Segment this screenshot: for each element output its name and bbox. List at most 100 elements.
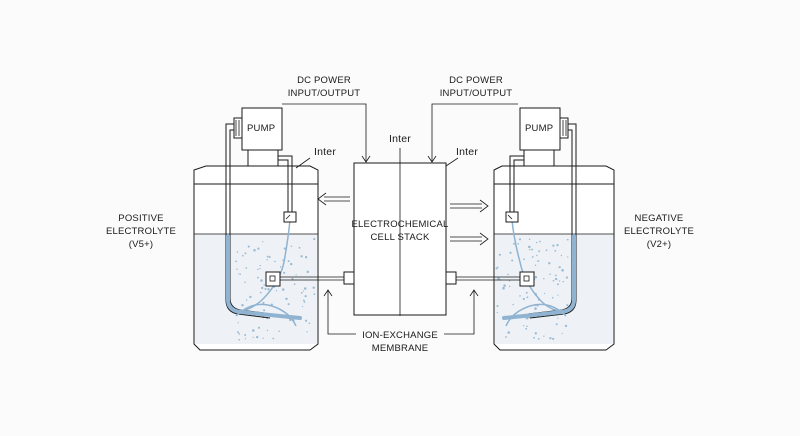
electrolyte-particle — [523, 325, 525, 327]
electrolyte-particle — [525, 291, 528, 294]
electrolyte-particle — [562, 280, 565, 283]
electrolyte-particle — [561, 332, 563, 335]
electrolyte-particle — [247, 245, 250, 248]
positive-electrolyte-tank — [193, 165, 319, 351]
membrane-left-leader — [327, 290, 356, 335]
electrolyte-particle — [565, 276, 569, 279]
dc-power-left-line2: INPUT/OUTPUT — [288, 88, 361, 99]
electrolyte-particle — [557, 283, 559, 286]
negative-label-line3: (V2+) — [647, 239, 672, 250]
electrolyte-particle — [302, 290, 305, 292]
electrolyte-particle — [566, 304, 569, 307]
electrolyte-particle — [513, 242, 515, 245]
electrolyte-particle — [531, 256, 534, 258]
electrolyte-particle — [557, 294, 559, 296]
right-pump-label: PUMP — [525, 123, 553, 134]
electrolyte-particle — [266, 329, 269, 332]
electrolyte-particle — [558, 266, 561, 269]
electrolyte-particle — [279, 266, 282, 268]
electrolyte-particle — [245, 267, 248, 269]
inter-left-label: Inter — [314, 146, 336, 158]
dc-power-right-line2: INPUT/OUTPUT — [440, 88, 513, 99]
electrolyte-particle — [244, 252, 247, 255]
negative-label-line2: ELECTROLYTE — [624, 226, 694, 237]
electrolyte-particle — [287, 303, 290, 306]
stack-label-line1: ELECTROCHEMICAL — [352, 219, 449, 230]
electrolyte-particle — [308, 322, 311, 325]
electrochemical-cell-stack — [353, 148, 447, 316]
electrolyte-particle — [552, 337, 555, 341]
electrolyte-particle — [552, 279, 555, 282]
electrolyte-particle — [304, 294, 307, 298]
dc-power-right-arrowhead — [427, 155, 437, 163]
electrolyte-particle — [306, 331, 308, 333]
electrolyte-particle — [543, 292, 546, 294]
electrolyte-particle — [304, 256, 308, 259]
electrolyte-particle — [566, 238, 569, 241]
electrolyte-particle — [302, 305, 304, 308]
electrolyte-particle — [298, 246, 301, 249]
electrolyte-particle — [305, 319, 308, 322]
electrolyte-particle — [257, 276, 259, 279]
electrolyte-particle — [534, 307, 537, 310]
electrolyte-particle — [259, 264, 261, 267]
electrolyte-particle — [253, 249, 256, 252]
electrolyte-particle — [268, 256, 271, 258]
inter-center-label: Inter — [389, 133, 411, 145]
electrolyte-particle — [263, 309, 266, 312]
electrolyte-particle — [523, 258, 525, 261]
electrolyte-particle — [262, 337, 264, 339]
electrolyte-particle — [244, 281, 246, 284]
electrolyte-particle — [266, 259, 268, 261]
electrolyte-particle — [290, 245, 293, 248]
electrolyte-particle — [302, 299, 305, 302]
electrolyte-particle — [244, 334, 247, 336]
left-pump: PUMP — [233, 107, 283, 167]
electrolyte-particle — [557, 317, 559, 319]
electrolyte-particle — [549, 273, 551, 276]
electrolyte-particle — [252, 336, 254, 339]
electrolyte-particle — [502, 286, 505, 290]
positive-label-line3: (V5+) — [129, 239, 154, 250]
negative-label-line1: NEGATIVE — [635, 213, 684, 224]
electrolyte-particle — [518, 238, 522, 241]
inter-left-leader — [295, 157, 311, 169]
membrane-label-line1: ION-EXCHANGE — [362, 330, 438, 341]
electrolyte-particle — [528, 245, 531, 249]
electrolyte-particle — [537, 260, 540, 263]
dc-power-right-leader — [431, 103, 518, 162]
electrolyte-particle — [293, 283, 296, 285]
negative-electrolyte-tank — [493, 165, 615, 351]
electrolyte-particle — [507, 331, 511, 334]
electrolyte-particle — [261, 286, 264, 290]
electrolyte-particle — [536, 254, 538, 257]
membrane-right-leader — [444, 290, 475, 335]
flow-arrow-left — [317, 192, 350, 206]
electrolyte-particle — [313, 293, 316, 295]
electrolyte-particle — [554, 249, 557, 252]
dc-power-left-arrowhead — [361, 155, 371, 163]
electrolyte-particle — [287, 260, 290, 263]
electrolyte-particle — [531, 248, 534, 251]
right-pump: PUMP — [519, 107, 569, 167]
electrolyte-particle — [260, 279, 263, 282]
flow-arrow-right-bottom — [450, 232, 489, 246]
dc-power-right-line1: DC POWER — [449, 75, 503, 86]
membrane-label-line2: MEMBRANE — [372, 343, 429, 354]
electrolyte-particle — [552, 244, 555, 247]
electrolyte-particle — [511, 259, 514, 262]
electrolyte-particle — [509, 251, 512, 254]
flow-arrow-right-top — [450, 199, 489, 213]
electrolyte-particle — [519, 295, 521, 297]
electrolyte-particle — [312, 286, 315, 289]
electrolyte-particle — [507, 273, 509, 276]
positive-label-line1: POSITIVE — [118, 213, 163, 224]
electrolyte-particle — [235, 260, 238, 263]
electrolyte-particle — [236, 251, 239, 253]
electrolyte-particle — [283, 271, 286, 274]
electrolyte-particle — [272, 337, 275, 340]
electrolyte-particle — [538, 250, 541, 253]
electrolyte-particle — [560, 254, 563, 257]
electrolyte-particle — [525, 327, 528, 330]
